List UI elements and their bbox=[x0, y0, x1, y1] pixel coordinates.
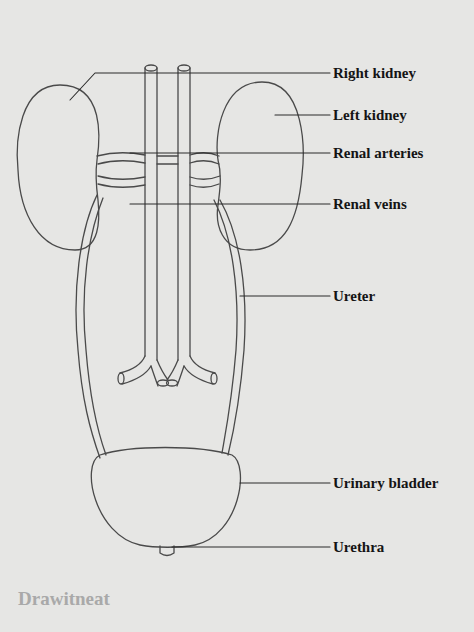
leader-lines bbox=[70, 73, 330, 547]
bladder-outline bbox=[91, 448, 240, 548]
renal-vessels bbox=[97, 153, 220, 188]
aorta-vena-cava bbox=[118, 65, 217, 386]
part-label: Urinary bladder bbox=[333, 474, 438, 492]
watermark: Drawitneat bbox=[18, 590, 110, 608]
part-label: Left kidney bbox=[333, 106, 407, 124]
part-label: Urethra bbox=[333, 538, 384, 556]
part-label: Renal veins bbox=[333, 195, 407, 213]
part-label: Ureter bbox=[333, 287, 375, 305]
left-kidney-outline bbox=[217, 82, 303, 250]
ureter-tubes bbox=[76, 195, 245, 458]
part-label: Right kidney bbox=[333, 64, 416, 82]
part-label: Renal arteries bbox=[333, 144, 423, 162]
